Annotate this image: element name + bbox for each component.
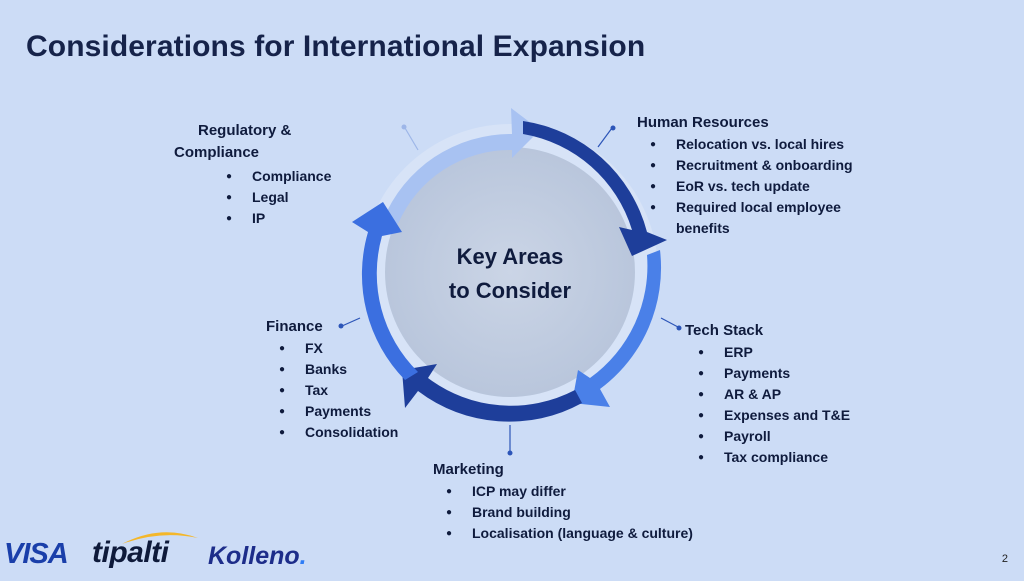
section-regulatory-heading-2: Compliance [174,144,260,161]
center-line-2: to Consider [448,278,572,303]
arrow-segment-tech [572,250,662,407]
kolleno-logo-dot: . [299,542,307,570]
page-number: 2 [1001,553,1008,565]
list-item: Recruitment & onboarding [648,155,877,176]
section-marketing-heading: Marketing [433,461,504,478]
list-item: AR & AP [696,384,850,405]
list-item: FX [277,338,398,359]
list-item: Brand building [444,502,733,523]
list-item: Legal [224,187,331,208]
list-item: Payroll [696,426,850,447]
center-line-1: Key Areas [456,244,564,269]
visa-logo: VISA [4,538,69,570]
list-item: Banks [277,359,398,380]
list-item: Payments [277,401,398,422]
tipalti-logo: tipalti [92,536,169,569]
list-item: Required local employee [648,197,877,218]
section-regulatory-heading-1: Regulatory & [198,122,292,139]
tipalti-swoosh-icon [122,532,198,544]
page-title: Considerations for International Expansi… [26,30,646,63]
kolleno-logo: Kolleno. [208,542,307,571]
list-item-continued: benefits [648,218,877,239]
list-item: Expenses and T&E [696,405,850,426]
list-item: Tax [277,380,398,401]
section-hr-heading: Human Resources [637,114,769,131]
connectors [338,124,682,456]
center-label: Key Areas to Consider [430,240,590,308]
arrow-segment-hr [523,121,667,256]
section-tech-heading: Tech Stack [685,322,764,339]
list-item-continued-text: benefits [676,220,730,236]
list-item: EoR vs. tech update [648,176,877,197]
section-hr: Human Resources Relocation vs. local hir… [637,112,877,239]
section-tech: Tech Stack ERP Payments AR & AP Expenses… [685,320,850,468]
section-regulatory: Regulatory & Compliance Compliance Legal… [174,120,331,229]
section-finance-heading: Finance [266,318,323,335]
list-item: Tax compliance [696,447,850,468]
list-item: ICP may differ [444,481,733,502]
list-item: IP [224,208,331,229]
section-marketing: Marketing ICP may differ Brand building … [433,459,733,544]
list-item: Localisation (language & culture) [444,523,733,544]
list-item: Compliance [224,166,331,187]
kolleno-logo-text: Kolleno [208,542,300,570]
list-item: Payments [696,363,850,384]
arrow-segment-finance [352,202,418,380]
arrow-segment-regulatory [383,108,540,224]
arrow-segment-marketing [402,364,582,422]
inner-disc [385,147,635,397]
section-finance: Finance FX Banks Tax Payments Consolidat… [266,316,398,443]
list-item: Consolidation [277,422,398,443]
list-item: ERP [696,342,850,363]
list-item: Relocation vs. local hires [648,134,877,155]
